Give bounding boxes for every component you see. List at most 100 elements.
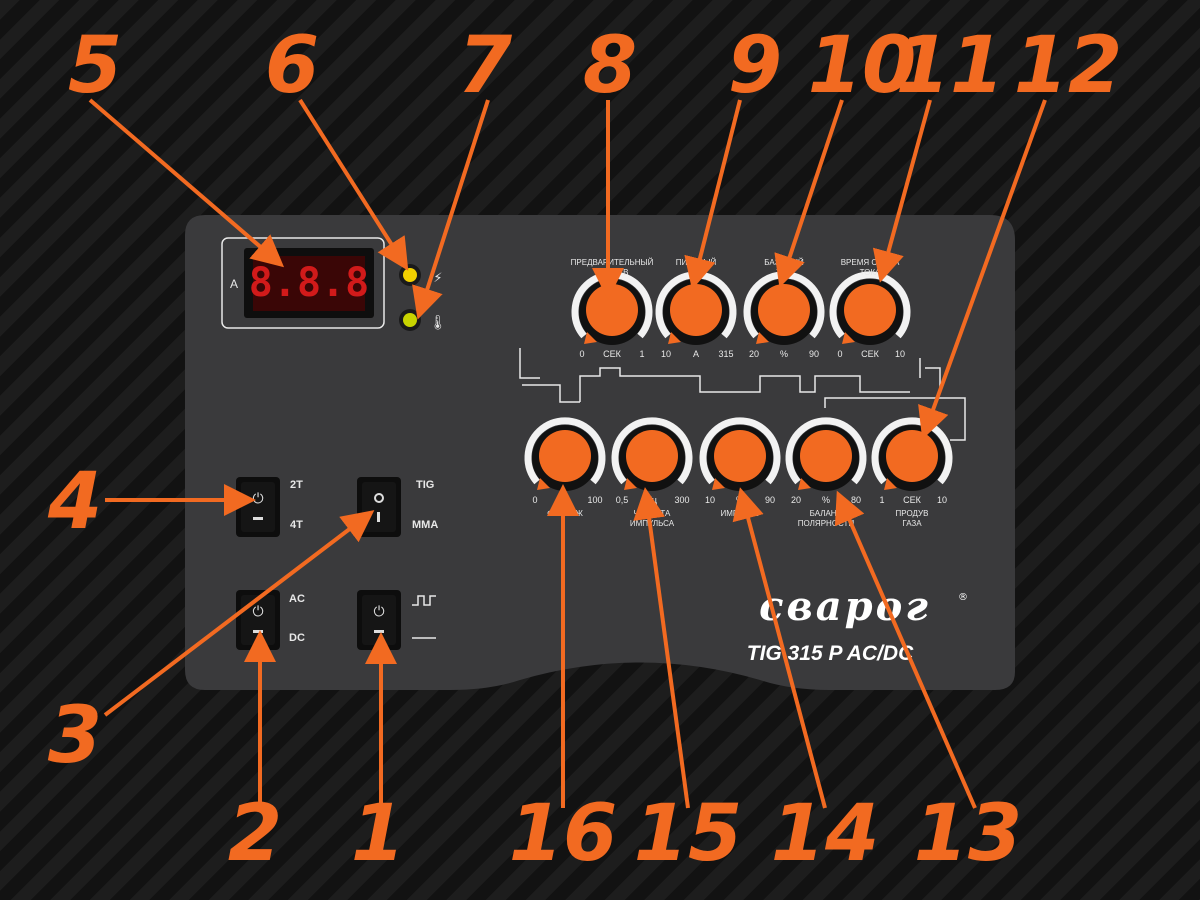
knob-scale-unit: % — [822, 495, 830, 505]
callout-number-7: 7 — [458, 21, 513, 111]
callout-arrow-10 — [774, 99, 844, 288]
callout-arrow-6 — [298, 98, 409, 271]
knob-cap — [670, 284, 722, 336]
knob-scale-max: 90 — [765, 495, 775, 505]
knob-cap — [626, 430, 678, 482]
knob-scale-min: 0 — [837, 349, 842, 359]
knob-scale-min: 0 — [579, 349, 584, 359]
knob-scale-arc — [785, 417, 867, 485]
knob-scale-min: 10 — [705, 495, 715, 505]
knob-cap — [886, 430, 938, 482]
knob-cap — [844, 284, 896, 336]
label-4t: 4T — [290, 519, 303, 531]
switch-i-mark — [377, 512, 380, 522]
display-unit-label: A — [230, 277, 238, 291]
knob-cap — [800, 430, 852, 482]
knob-scale-min: 1 — [879, 495, 884, 505]
knob-function-label: ФОРСАЖ — [547, 509, 583, 518]
knob-scale-max: 1 — [639, 349, 644, 359]
knob-scale-max: 10 — [895, 349, 905, 359]
knob-scale-max: 80 — [851, 495, 861, 505]
switch-2t-4t[interactable]: ⏻ — [236, 477, 280, 537]
knob-pointer — [884, 478, 897, 490]
knob-function-label: БАЛАНС — [810, 509, 843, 518]
switch-off-mark — [253, 517, 263, 520]
knob-pointer — [537, 478, 550, 490]
switch-on-icon: ⏻ — [373, 604, 384, 620]
label-ac: AC — [289, 593, 305, 605]
callout-arrow-5 — [88, 98, 285, 268]
callout-number-4: 4 — [47, 457, 102, 547]
timing-diagram — [519, 348, 966, 441]
knob-scale-unit: % — [780, 349, 788, 359]
knob-cap — [539, 430, 591, 482]
knob-function-label: БАЗОВЫЙ — [764, 258, 804, 267]
knob-function-label: ПРОДУВ — [896, 509, 929, 518]
knob-pointer — [756, 332, 769, 344]
current-display: 8.8.8 A — [221, 237, 385, 329]
callout-arrow-3 — [103, 510, 375, 717]
knob-function-label-2: ИМПУЛЬСА — [630, 519, 675, 528]
knob-scale-unit: СЕК — [903, 495, 922, 505]
label-tig: TIG — [416, 479, 434, 491]
pulse-waveform-icon — [412, 595, 436, 606]
knob-function-label: ЧАСТОТА — [634, 509, 671, 518]
callout-arrow-13 — [834, 490, 977, 809]
callout-arrows — [88, 98, 1047, 809]
callout-arrow-9 — [684, 99, 742, 290]
knob-pointer — [584, 332, 597, 344]
switch-on-icon: ⏻ — [252, 491, 263, 507]
callout-arrow-15 — [633, 487, 690, 809]
callout-number-6: 6 — [265, 21, 319, 111]
knob-pointer — [842, 332, 855, 344]
label-mma: MMA — [412, 519, 438, 531]
brand-logo: сварог — [759, 583, 931, 630]
callout-arrow-14 — [732, 487, 827, 809]
callout-number-1: 1 — [351, 789, 405, 879]
callout-arrow-12 — [918, 99, 1047, 440]
knob-function-label-2: ТОКА — [860, 268, 881, 277]
callout-number-8: 8 — [583, 21, 637, 111]
callout-arrow-7 — [412, 99, 490, 320]
knob-scale-min: 20 — [791, 495, 801, 505]
knob-function-label-2: ГАЗА — [902, 519, 922, 528]
callout-arrow-11 — [872, 99, 932, 283]
knob-function-label-2: ПОЛЯРНОСТИ — [798, 519, 855, 528]
label-2t: 2T — [290, 479, 303, 491]
label-dc: DC — [289, 632, 305, 644]
knob-scale-min: 10 — [661, 349, 671, 359]
knob-scale-max: 10 — [937, 495, 947, 505]
knob-scale-arc — [829, 271, 911, 339]
switch-tig-mma[interactable] — [357, 477, 401, 537]
display-digits: 8.8.8 — [249, 260, 369, 306]
knob-function-label-2: ПРОДУВ — [596, 268, 629, 277]
switch-off-mark — [374, 630, 384, 633]
callout-number-11: 11 — [896, 21, 1005, 111]
knob-scale-arc — [699, 417, 781, 485]
knob-scale-unit: СЕК — [861, 349, 880, 359]
callout-number-9: 9 — [728, 21, 782, 111]
switch-o-mark — [374, 493, 384, 503]
knob-pointer — [712, 478, 725, 490]
callout-numbers: 1 2 3 4 5 6 7 8 9 10 11 12 13 14 15 16 — [47, 21, 1122, 879]
knob-scale-min: 20 — [749, 349, 759, 359]
switch-on-icon: ⏻ — [252, 604, 263, 620]
knob-scale-arc — [524, 417, 606, 485]
knob-pointer — [624, 478, 637, 490]
knob-pointer — [798, 478, 811, 490]
knob-function-label: ПРЕДВАРИТЕЛЬНЫЙ — [571, 258, 654, 267]
power-led — [399, 264, 421, 286]
knob-scale-min: 0 — [532, 495, 537, 505]
knob-scale-max: 300 — [674, 495, 689, 505]
model-name: TIG 315 P AC/DC — [747, 642, 914, 665]
callout-number-5: 5 — [68, 21, 122, 111]
thermometer-icon: 🌡 — [429, 315, 447, 331]
knob-scale-unit: СЕК — [603, 349, 622, 359]
knob-function-label: ВРЕМЯ СПАДА — [841, 258, 900, 267]
